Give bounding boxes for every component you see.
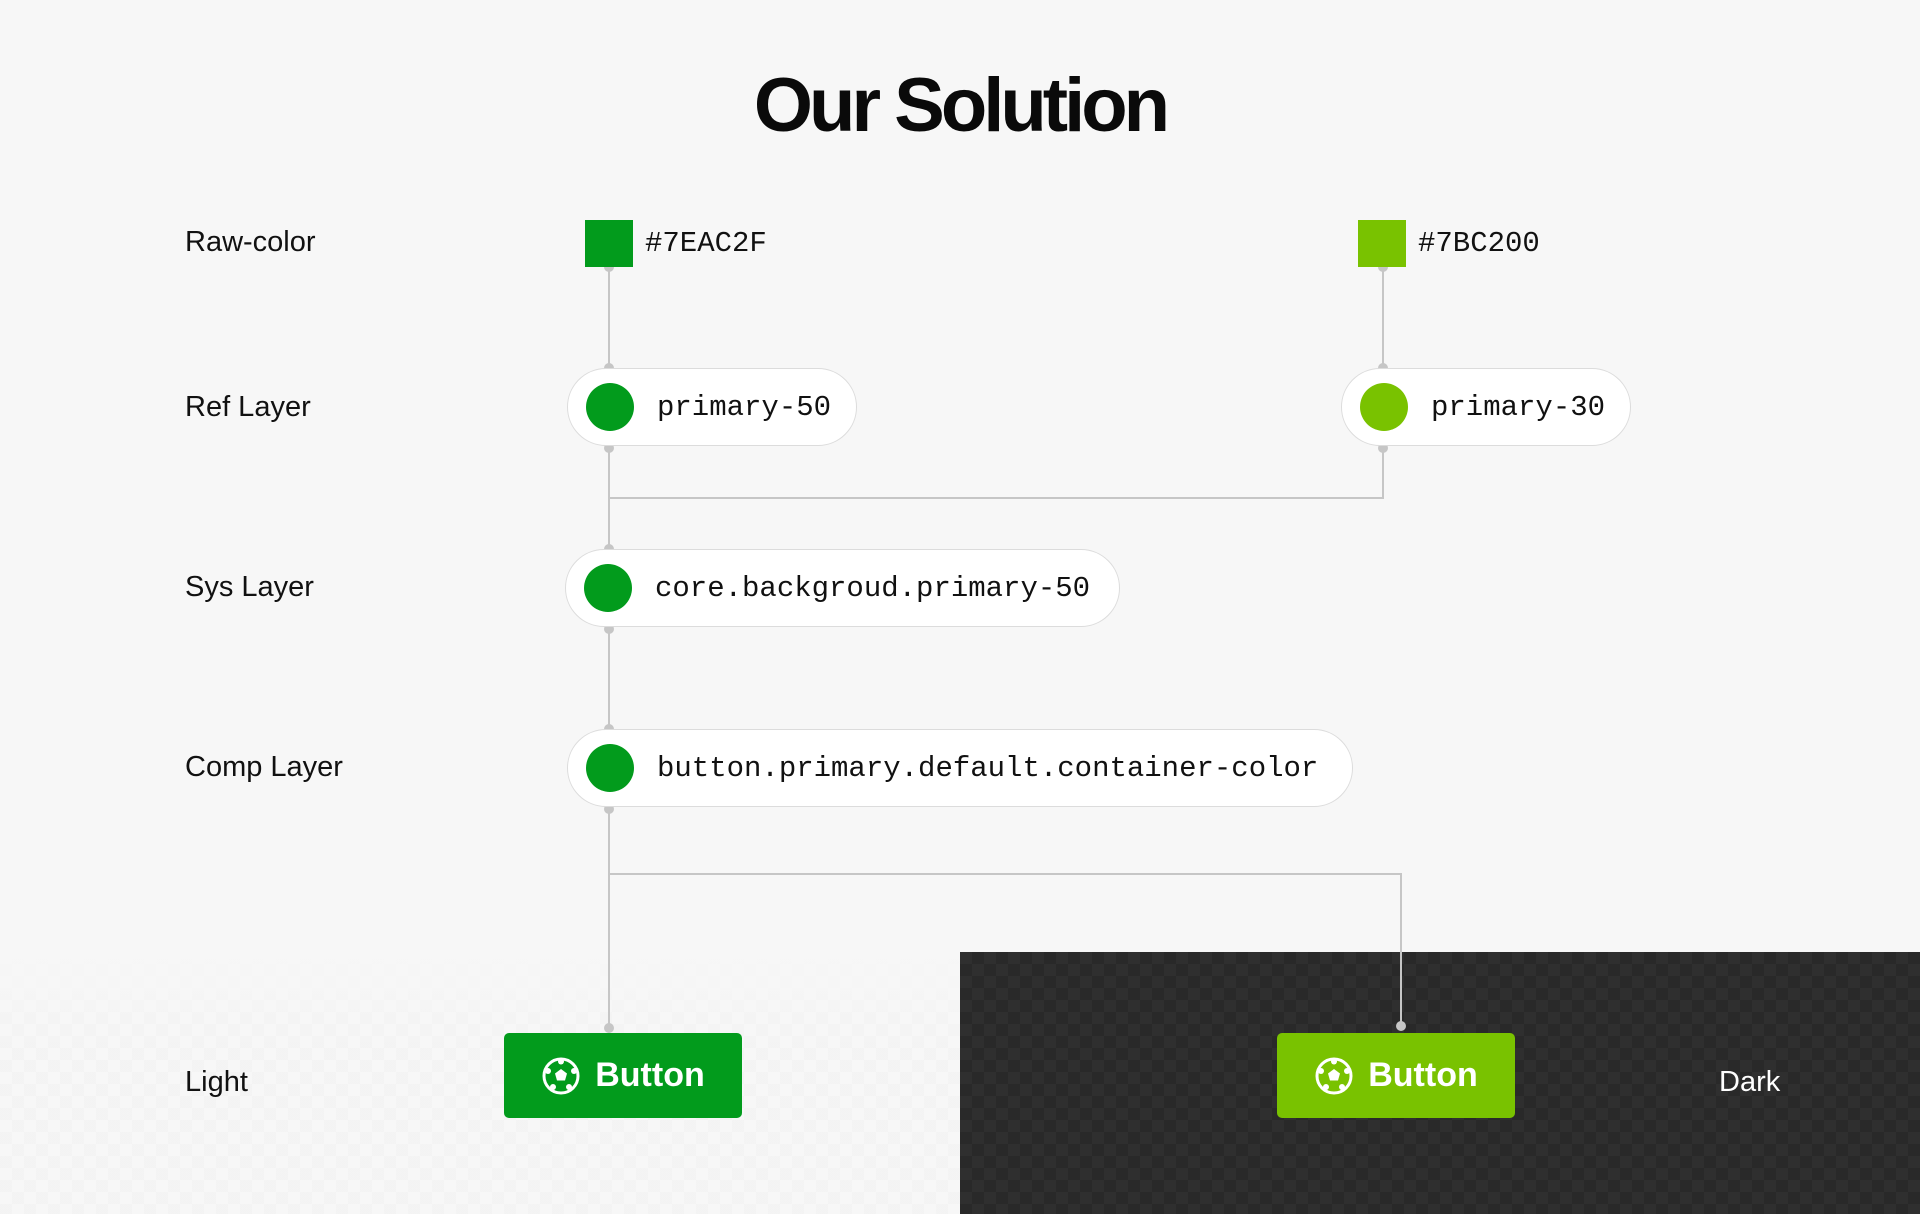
row-label-comp-layer: Comp Layer (185, 751, 343, 783)
light-mode-button[interactable]: Button (504, 1033, 742, 1118)
color-dot (584, 564, 632, 612)
raw-color-swatch (1358, 220, 1406, 267)
row-label-raw-color: Raw-color (185, 226, 316, 258)
color-dot (1360, 383, 1408, 431)
soccer-ball-icon (542, 1057, 580, 1094)
button-label: Button (595, 1056, 705, 1094)
row-label-ref-layer: Ref Layer (185, 391, 311, 423)
sys-token-chip: core.backgroud.primary-50 (565, 549, 1120, 627)
token-label: core.backgroud.primary-50 (655, 571, 1091, 605)
raw-color-hex: #7BC200 (1418, 227, 1540, 260)
row-label-sys-layer: Sys Layer (185, 571, 314, 603)
dark-mode-button[interactable]: Button (1277, 1033, 1515, 1118)
row-label-dark: Dark (1719, 1066, 1781, 1098)
token-label: button.primary.default.container-color (657, 751, 1319, 785)
soccer-ball-icon (1315, 1057, 1353, 1094)
raw-color-hex: #7EAC2F (645, 227, 767, 260)
token-label: primary-50 (657, 390, 832, 424)
ref-token-chip: primary-30 (1341, 368, 1631, 446)
page-title: Our Solution (753, 63, 1170, 148)
comp-token-chip: button.primary.default.container-color (567, 729, 1353, 807)
connector-ref-right-to-sys (609, 448, 1384, 499)
row-label-light: Light (185, 1066, 248, 1098)
color-dot (586, 383, 634, 431)
light-mode-background (0, 952, 960, 1214)
button-label: Button (1368, 1056, 1478, 1094)
raw-color-swatch (585, 220, 633, 267)
connector-comp-to-dark (609, 873, 1402, 1026)
token-label: primary-30 (1431, 390, 1606, 424)
ref-token-chip: primary-50 (567, 368, 857, 446)
color-dot (586, 744, 634, 792)
